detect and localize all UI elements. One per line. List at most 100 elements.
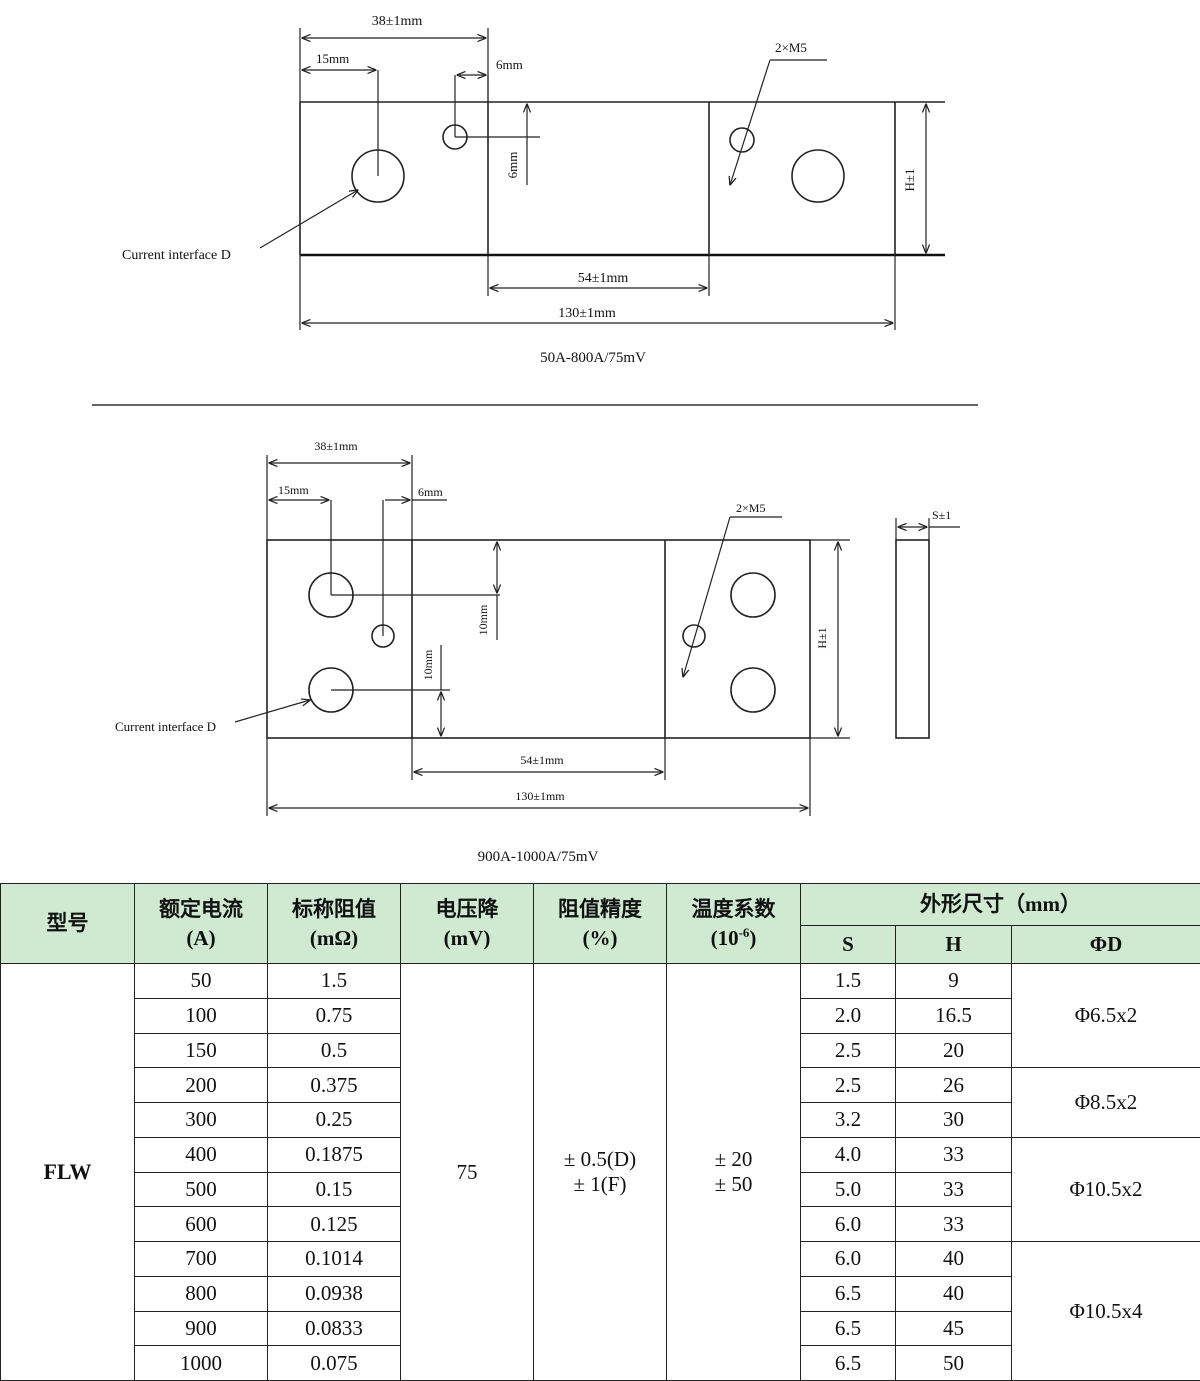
top-dim-6-horizontal: 6mm xyxy=(496,57,523,72)
top-caption: 50A-800A/75mV xyxy=(540,350,646,366)
table-row: 900 0.0833 6.5 45 xyxy=(1,1310,1200,1347)
header-rated-current-label: 额定电流 xyxy=(159,897,243,922)
header-rated-current: 额定电流 (A) xyxy=(134,883,268,964)
bottom-current-interface-label: Current interface D xyxy=(115,719,216,734)
current-cell: 700 xyxy=(134,1241,268,1277)
top-thread-label: 2×M5 xyxy=(775,40,807,55)
top-dim-38: 38±1mm xyxy=(372,14,423,29)
current-cell: 200 xyxy=(134,1067,268,1103)
header-resistance-unit: (mΩ) xyxy=(309,925,359,950)
header-resistance-label: 标称阻值 xyxy=(292,897,376,922)
header-accuracy-label: 阻值精度 xyxy=(558,897,642,922)
current-cell: 1000 xyxy=(134,1345,268,1381)
h-cell: 33 xyxy=(895,1136,1012,1173)
header-voltage-drop-unit: (mV) xyxy=(443,925,491,950)
phi-cell: Φ6.5x2 xyxy=(1011,962,1200,1069)
bottom-dim-15: 15mm xyxy=(278,483,309,497)
resistance-cell: 0.25 xyxy=(267,1102,401,1138)
h-cell: 33 xyxy=(895,1171,1012,1208)
header-dim-s: S xyxy=(800,925,896,964)
header-rated-current-unit: (A) xyxy=(186,925,216,950)
current-cell: 800 xyxy=(134,1275,268,1312)
resistance-cell: 0.5 xyxy=(267,1032,401,1069)
table-row: FLW 50 1.5 75 ± 0.5(D) ± 1(F) ± 20 ± 50 … xyxy=(0,962,1200,1381)
s-cell: 4.0 xyxy=(800,1136,896,1173)
header-voltage-drop: 电压降 (mV) xyxy=(400,883,534,964)
top-shunt-drawing: 38±1mm 15mm 6mm 6mm 2×M5 H±1 Current int… xyxy=(122,14,945,366)
shunt-drawings: 38±1mm 15mm 6mm 6mm 2×M5 H±1 Current int… xyxy=(92,14,978,865)
s-cell: 2.5 xyxy=(800,1067,896,1103)
header-temp-coeff-label: 温度系数 xyxy=(691,897,776,922)
spec-table: 型号 额定电流 (A) 标称阻值 (mΩ) 电压降 (mV) 阻值精度 (%) … xyxy=(0,883,1200,1381)
s-cell: 6.0 xyxy=(800,1206,896,1242)
table-row: 400 0.1875 4.0 33 Φ10.5x2 xyxy=(1,1136,1200,1243)
s-cell: 6.5 xyxy=(800,1345,896,1381)
table-row: 200 0.375 2.5 26 Φ8.5x2 xyxy=(1,1067,1200,1138)
s-cell: 6.0 xyxy=(800,1241,896,1277)
bottom-dim-38: 38±1mm xyxy=(314,439,358,453)
s-cell: 6.5 xyxy=(800,1275,896,1312)
h-cell: 30 xyxy=(895,1102,1012,1138)
bottom-caption: 900A-1000A/75mV xyxy=(478,849,599,865)
bottom-thread-label: 2×M5 xyxy=(736,501,765,515)
s-cell: 3.2 xyxy=(800,1102,896,1138)
header-dimensions: 外形尺寸（mm） xyxy=(800,883,1200,926)
resistance-cell: 0.1875 xyxy=(267,1136,401,1173)
bottom-dim-54: 54±1mm xyxy=(520,753,564,767)
header-temp-coeff-unit: (10-6) xyxy=(667,924,800,952)
resistance-cell: 1.5 xyxy=(267,963,401,999)
resistance-cell: 0.75 xyxy=(267,997,401,1034)
header-voltage-drop-label: 电压降 xyxy=(435,897,499,922)
top-dim-130: 130±1mm xyxy=(558,306,616,321)
temp-unit-end: ) xyxy=(749,925,757,950)
s-cell: 2.5 xyxy=(800,1032,896,1069)
h-cell: 50 xyxy=(895,1345,1012,1381)
current-cell: 300 xyxy=(134,1102,268,1138)
bottom-dim-6: 6mm xyxy=(418,485,443,499)
header-accuracy: 阻值精度 (%) xyxy=(533,883,667,964)
current-cell: 500 xyxy=(134,1171,268,1208)
phi-cell: Φ10.5x2 xyxy=(1011,1136,1200,1243)
table-row: 100 0.75 2.0 16.5 xyxy=(1,997,1200,1034)
accuracy-cell: ± 0.5(D) ± 1(F) xyxy=(533,963,667,1381)
phi-cell: Φ10.5x4 xyxy=(1011,1241,1200,1381)
temp-unit-exponent: -6 xyxy=(738,924,750,940)
temp-line-1: ± 20 xyxy=(714,1147,753,1171)
top-dim-54: 54±1mm xyxy=(578,271,629,286)
resistance-cell: 0.0833 xyxy=(267,1310,401,1347)
top-dim-15: 15mm xyxy=(316,51,349,66)
header-temp-coeff: 温度系数 (10-6) xyxy=(666,883,801,964)
h-cell: 9 xyxy=(895,963,1012,999)
bottom-dim-130: 130±1mm xyxy=(515,789,565,803)
s-cell: 5.0 xyxy=(800,1171,896,1208)
current-cell: 150 xyxy=(134,1032,268,1069)
header-accuracy-unit: (%) xyxy=(582,925,618,950)
resistance-cell: 0.1014 xyxy=(267,1241,401,1277)
current-cell: 600 xyxy=(134,1206,268,1242)
resistance-cell: 0.125 xyxy=(267,1206,401,1242)
bottom-shunt-drawing: 38±1mm 15mm 6mm 2×M5 10mm 10mm H±1 S±1 xyxy=(115,439,960,865)
h-cell: 16.5 xyxy=(895,997,1012,1034)
resistance-cell: 0.0938 xyxy=(267,1275,401,1312)
bottom-dim-10-lower: 10mm xyxy=(421,649,435,680)
top-height-label: H±1 xyxy=(902,168,917,191)
header-dim-h: H xyxy=(895,925,1012,964)
temp-line-2: ± 50 xyxy=(714,1172,753,1196)
header-dim-d: ΦD xyxy=(1011,925,1200,964)
temp-unit-base: (10 xyxy=(710,925,739,950)
resistance-cell: 0.15 xyxy=(267,1171,401,1208)
top-current-interface-label: Current interface D xyxy=(122,248,231,263)
header-model: 型号 xyxy=(0,883,135,964)
resistance-cell: 0.375 xyxy=(267,1067,401,1103)
s-cell: 2.0 xyxy=(800,997,896,1034)
accuracy-line-1: ± 0.5(D) xyxy=(563,1147,637,1171)
h-cell: 20 xyxy=(895,1032,1012,1069)
resistance-cell: 0.075 xyxy=(267,1345,401,1381)
table-row: 500 0.15 5.0 33 xyxy=(1,1171,1200,1208)
bottom-dim-10-upper: 10mm xyxy=(476,604,490,635)
table-row: 1000 0.075 6.5 50 xyxy=(1,1345,1200,1381)
h-cell: 33 xyxy=(895,1206,1012,1242)
current-cell: 900 xyxy=(134,1310,268,1347)
h-cell: 40 xyxy=(895,1241,1012,1277)
temp-coeff-cell: ± 20 ± 50 xyxy=(666,963,801,1381)
